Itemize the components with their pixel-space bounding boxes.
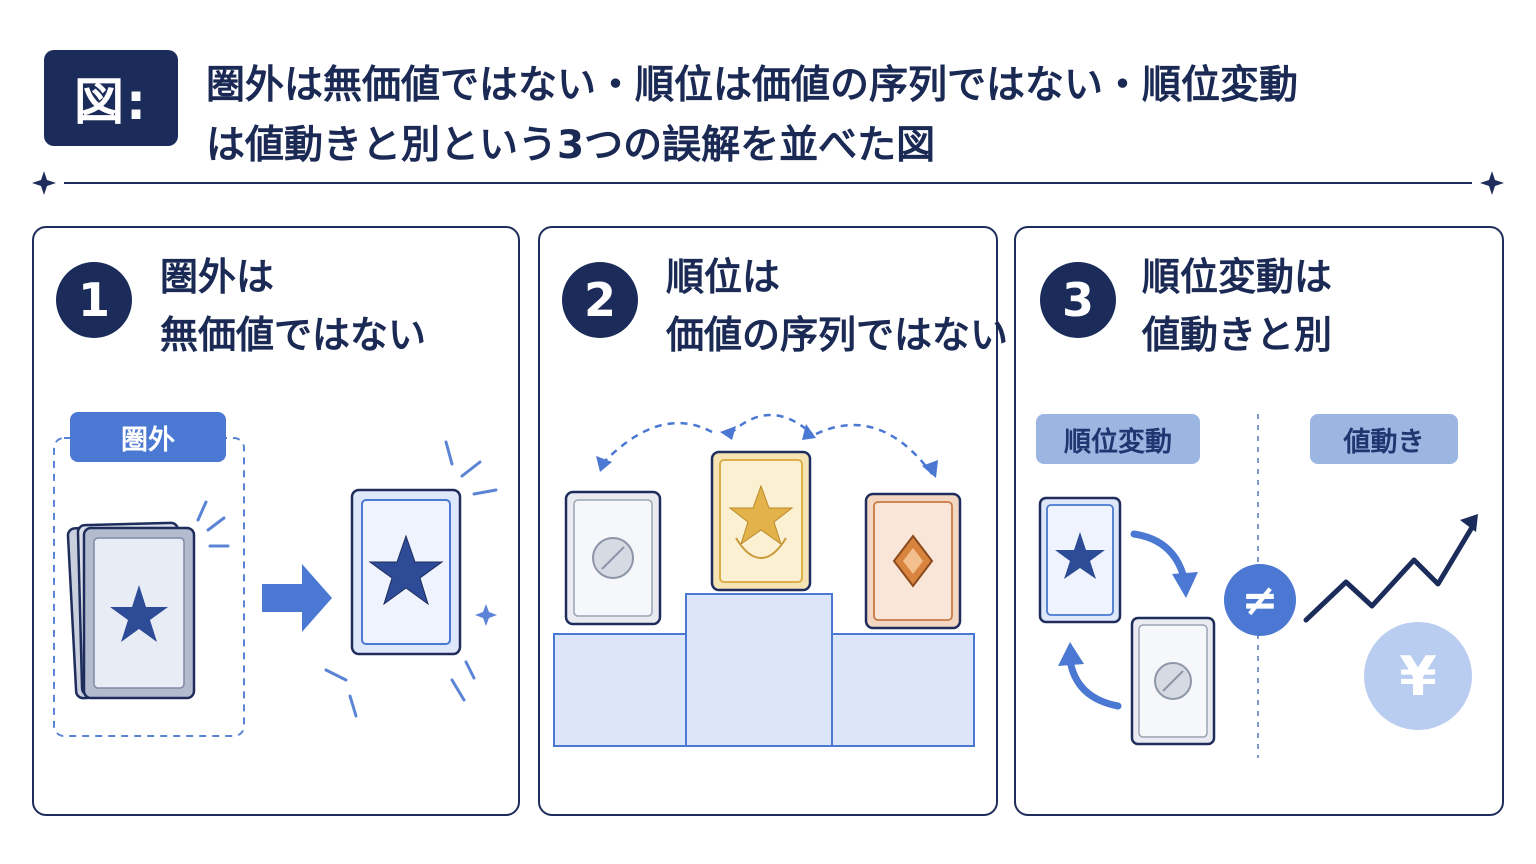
- yen-symbol: ¥: [1399, 644, 1437, 708]
- panel-ranking-not-value-order: 2 順位は 価値の序列ではない: [538, 226, 1008, 816]
- panel-out-of-ranking: 1 圏外は 無価値ではない 圏外: [32, 226, 520, 816]
- rank-change-tag: 順位変動: [1036, 414, 1200, 464]
- panel-title-line2: 価値の序列ではない: [666, 313, 1009, 357]
- podium-icon: [553, 593, 975, 747]
- panel-title-line1: 順位変動は: [1142, 255, 1333, 299]
- sparkle-icon: [475, 604, 497, 626]
- podium-illustration: [553, 413, 975, 747]
- panel-title-line2: 値動きと別: [1142, 313, 1333, 357]
- panel-title-line1: 順位は: [666, 255, 781, 299]
- cycle-arrow-icon: [1058, 530, 1198, 710]
- out-of-ranking-tag: 圏外: [70, 412, 226, 462]
- page-title: 圏外は無価値ではない・順位は価値の序列ではない・順位変動 は値動きと別という3つ…: [206, 63, 1299, 168]
- panel-title: 圏外は 無価値ではない: [160, 248, 426, 364]
- panel-rank-change-vs-price: 3 順位変動は 値動きと別 順位変動 値動き ≠ ¥: [1014, 226, 1504, 816]
- panel-title: 順位変動は 値動きと別: [1142, 248, 1332, 364]
- rising-chart-icon: [1303, 521, 1477, 623]
- panel-number: 2: [562, 262, 638, 338]
- panel-number: 3: [1040, 262, 1116, 338]
- price-change-tag: 値動き: [1310, 414, 1458, 464]
- rank-vs-price-illustration: [1038, 414, 1478, 758]
- header-badge: 図:: [44, 50, 178, 146]
- not-equal-symbol: ≠: [1224, 564, 1296, 636]
- yen-coin-icon: [1364, 622, 1472, 730]
- panel-title-line2: 無価値ではない: [160, 313, 427, 357]
- panel-title: 順位は 価値の序列ではない: [666, 248, 1008, 364]
- out-of-ranking-illustration: [53, 437, 498, 737]
- header-divider: [32, 171, 1504, 195]
- arrow-right-icon: [262, 564, 332, 632]
- panel-title-line1: 圏外は: [160, 255, 275, 299]
- panel-number: 1: [56, 262, 132, 338]
